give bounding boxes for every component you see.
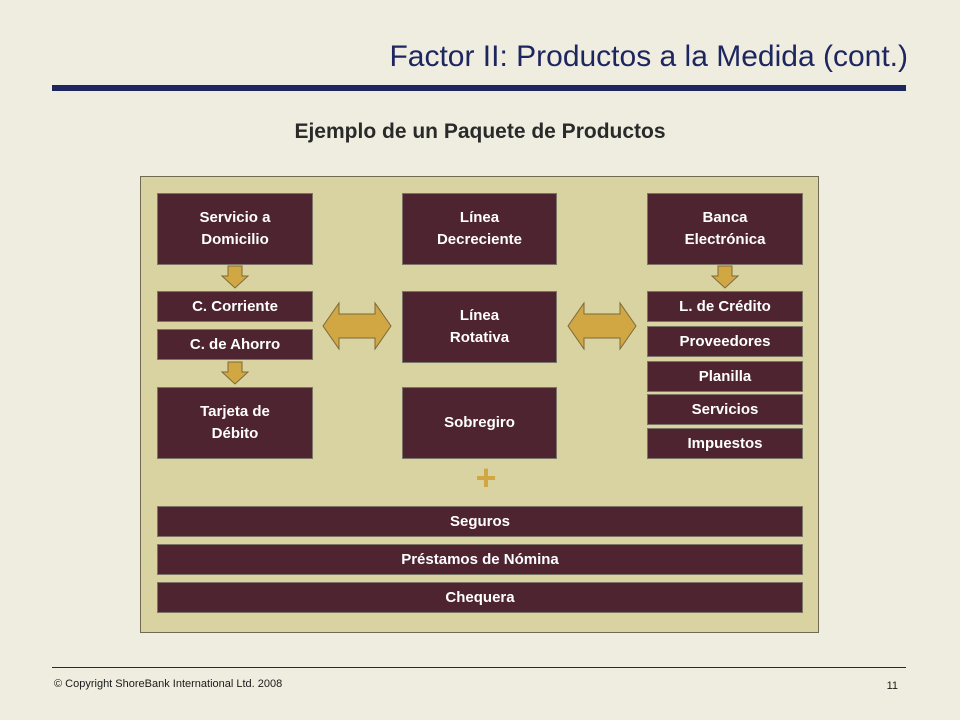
double-arrow-right xyxy=(567,301,637,351)
title-underline xyxy=(52,85,906,91)
double-arrow-left xyxy=(322,301,392,351)
down-arrow-left-bottom xyxy=(220,361,250,385)
diagram-subtitle: Ejemplo de un Paquete de Productos xyxy=(294,120,666,143)
box-banca-electronica: Banca Electrónica xyxy=(647,193,803,265)
down-arrow-right xyxy=(710,265,740,289)
footer-rule xyxy=(52,667,906,668)
box-tarjeta-debito: Tarjeta de Débito xyxy=(157,387,313,459)
box-servicios: Servicios xyxy=(647,394,803,425)
box-l-credito: L. de Crédito xyxy=(647,291,803,322)
bar-chequera: Chequera xyxy=(157,582,803,613)
box-proveedores: Proveedores xyxy=(647,326,803,357)
copyright-text: © Copyright ShoreBank International Ltd.… xyxy=(54,678,283,690)
box-sobregiro: Sobregiro xyxy=(402,387,557,459)
box-linea-decreciente: Línea Decreciente xyxy=(402,193,557,265)
plus-sign: + xyxy=(475,457,497,498)
box-c-corriente: C. Corriente xyxy=(157,291,313,322)
bar-prestamos-nomina: Préstamos de Nómina xyxy=(157,544,803,575)
page-number: 11 xyxy=(886,680,898,692)
down-arrow-left-top xyxy=(220,265,250,289)
bar-seguros: Seguros xyxy=(157,506,803,537)
box-linea-rotativa: Línea Rotativa xyxy=(402,291,557,363)
box-servicio-domicilio: Servicio a Domicilio xyxy=(157,193,313,265)
slide-title: Factor II: Productos a la Medida (cont.) xyxy=(389,40,908,73)
box-impuestos: Impuestos xyxy=(647,428,803,459)
box-c-ahorro: C. de Ahorro xyxy=(157,329,313,360)
box-planilla: Planilla xyxy=(647,361,803,392)
